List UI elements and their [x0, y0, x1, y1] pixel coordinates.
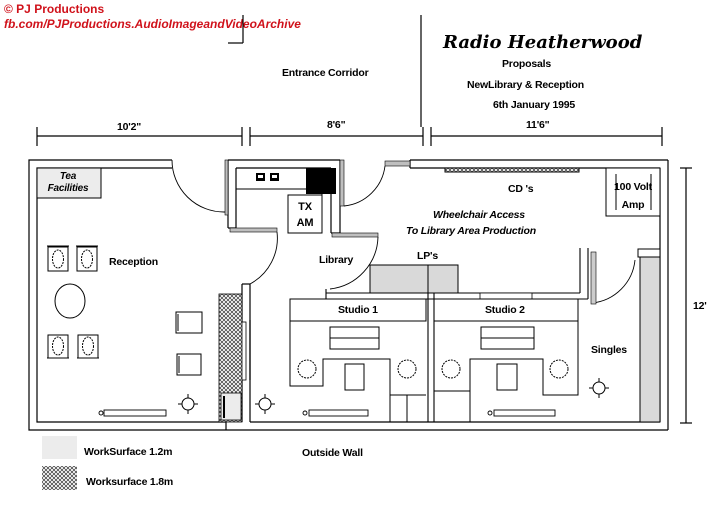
monitor-icons [256, 173, 279, 181]
tea-line-1: Tea [59, 171, 77, 182]
dimension-line-middle [249, 127, 424, 146]
reception-chairs [47, 245, 203, 376]
tea-facilities [36, 167, 102, 199]
light-fixtures [178, 378, 609, 414]
door-library [329, 236, 379, 290]
copyright-credit: © PJ Productions [4, 2, 105, 16]
door-singles [591, 259, 636, 304]
tx-line-2: AM [296, 217, 314, 229]
label-tx-am: TX AM [289, 199, 321, 231]
dimension-line-depth [680, 167, 692, 424]
dimension-line-reception [36, 127, 243, 146]
plan-subtitle: Proposals [502, 58, 551, 70]
dimension-label-middle: 8'6" [327, 119, 346, 131]
lp-counter [369, 264, 429, 294]
door-reception [171, 159, 226, 213]
archive-link[interactable]: fb.com/PJProductions.AudioImageandVideoA… [4, 17, 301, 31]
legend-swatch-1-2m [42, 436, 77, 459]
dimension-label-library: 11'6" [526, 119, 550, 131]
label-library: Library [319, 254, 354, 266]
amp-line-2: Amp [621, 199, 645, 211]
equipment-rack [306, 168, 336, 194]
label-outside-wall: Outside Wall [302, 447, 363, 459]
label-cds: CD 's [508, 183, 534, 195]
dimension-line-library [430, 127, 663, 146]
label-singles: Singles [591, 344, 627, 356]
tx-am-box [287, 194, 323, 234]
door-corridor [343, 165, 386, 207]
door-tx [249, 231, 278, 285]
legend-label-1-8m: Worksurface 1.8m [86, 476, 174, 488]
label-tea-facilities: Tea Facilities [45, 171, 91, 195]
label-reception: Reception [109, 256, 158, 268]
amp-line-1: 100 Volt [614, 181, 652, 193]
studio-1-desk [289, 298, 427, 422]
plan-title: Radio Heatherwood [443, 32, 643, 53]
dimension-label-depth: 12' [693, 300, 707, 312]
radiators [98, 409, 556, 417]
worksurface-1-8m [218, 293, 243, 423]
label-studio-1: Studio 1 [338, 304, 378, 316]
label-lps: LP's [417, 250, 438, 262]
legend-label-1-2m: WorkSurface 1.2m [84, 446, 173, 458]
cd-shelf [444, 167, 580, 173]
tx-line-1: TX [298, 201, 312, 213]
label-studio-2: Studio 2 [485, 304, 525, 316]
label-100-volt-amp: 100 Volt Amp [608, 178, 658, 214]
plan-date: 6th January 1995 [493, 99, 576, 111]
label-wheelchair-1: Wheelchair Access [433, 209, 525, 221]
plan-project: NewLibrary & Reception [467, 79, 584, 91]
label-wheelchair-2: To Library Area Production [406, 225, 536, 237]
label-entrance-corridor: Entrance Corridor [282, 67, 369, 79]
tea-line-2: Facilities [47, 183, 89, 194]
singles-shelf [639, 256, 661, 423]
dimension-label-reception: 10'2" [117, 121, 141, 133]
legend-swatch-1-8m [42, 466, 77, 490]
studio-2-desk [433, 298, 579, 422]
